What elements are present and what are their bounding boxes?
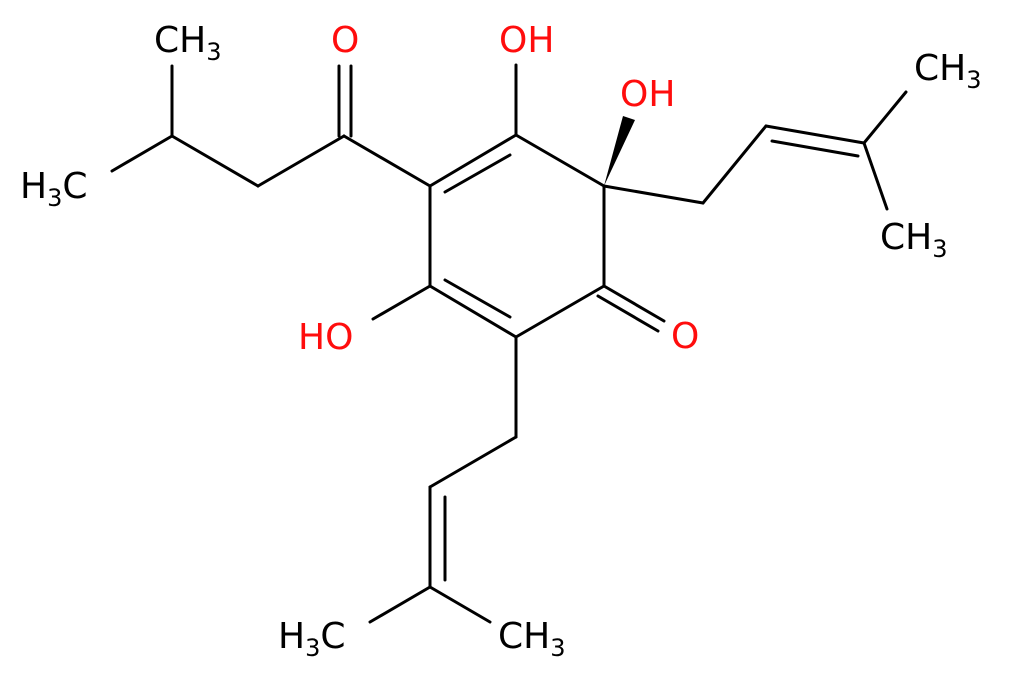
bond-c-ch3-right-bottom bbox=[862, 141, 889, 211]
bond-c6-acyl bbox=[342, 134, 432, 188]
label-h3c-left: H3C bbox=[20, 166, 88, 212]
stereo-wedge-bond bbox=[604, 116, 635, 186]
label-ch3-right-top: CH3 bbox=[914, 48, 982, 94]
bond-ch-c-right-b bbox=[770, 139, 860, 158]
label-oh-top: OH bbox=[499, 20, 554, 61]
ring-bond-c1-c2 bbox=[514, 133, 606, 188]
ring-bond-c4-c5 bbox=[428, 284, 518, 339]
atom-labels: CH3 H3C O OH OH CH3 CH3 HO O H3C CH3 bbox=[20, 20, 982, 662]
label-h3c-bottom: H3C bbox=[278, 616, 346, 662]
ring-bond-c6-c1-inner bbox=[443, 153, 512, 194]
label-o-acyl: O bbox=[331, 20, 359, 61]
ring-bond-c4-c5-inner bbox=[443, 278, 512, 319]
bond-c-ch3-bottom-left bbox=[368, 585, 432, 624]
bond-c3-o-b bbox=[596, 294, 660, 333]
label-oh-stereo: OH bbox=[620, 74, 675, 115]
label-o-ring: O bbox=[671, 316, 699, 357]
bond-c5-oh bbox=[371, 284, 432, 321]
bond-c2-ch2-right bbox=[602, 184, 705, 205]
bond-ch2-ch bbox=[170, 134, 260, 188]
bond-c3-o-a bbox=[602, 284, 666, 323]
bond-lines bbox=[110, 63, 908, 624]
bond-ch-c-right-a bbox=[764, 124, 866, 145]
bond-c-ch3-bottom-right bbox=[428, 585, 492, 624]
bond-ch2-ch-right bbox=[701, 124, 768, 205]
bond-acyl-ch2 bbox=[256, 134, 346, 188]
label-ch3-top: CH3 bbox=[154, 20, 222, 66]
label-ch3-right-bottom: CH3 bbox=[880, 217, 948, 263]
ring-bond-c6-c1 bbox=[428, 133, 518, 188]
bond-ch-ch3-left bbox=[110, 134, 174, 173]
bond-c-ch3-right-top bbox=[862, 90, 908, 145]
bond-ch2-ch-bottom bbox=[428, 435, 518, 489]
ring-bond-c3-c4 bbox=[514, 284, 606, 339]
label-oh-left: HO bbox=[298, 317, 353, 358]
label-ch3-bottom: CH3 bbox=[498, 616, 566, 662]
